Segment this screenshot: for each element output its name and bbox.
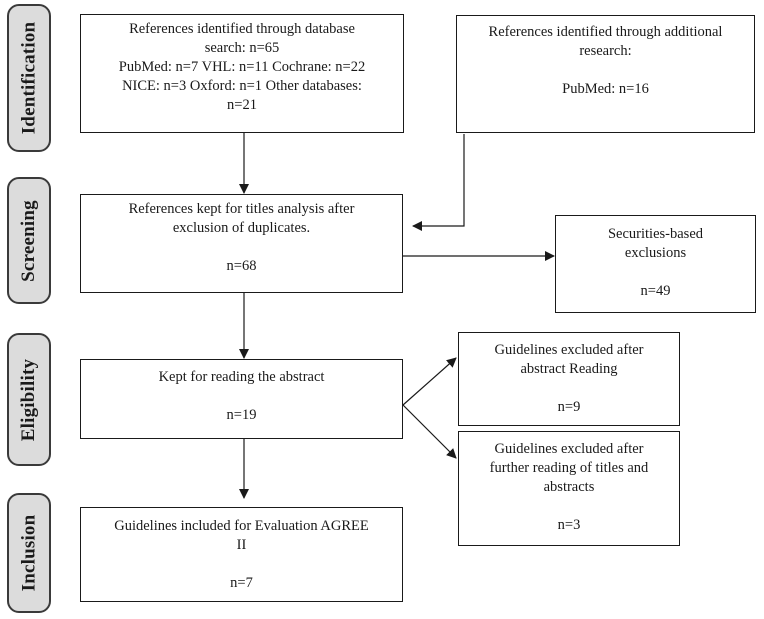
titles-analysis-box: References kept for titles analysis afte… [80,194,403,293]
included-count: n=7 [230,575,253,591]
excluded-after-further-line-1: Guidelines excluded after [494,441,644,457]
securities-exclusions-box: Securities-based exclusions n=49 [555,215,756,313]
phase-eligibility: Eligibility [7,333,51,466]
excluded-after-further-count: n=3 [557,517,581,533]
securities-exclusions-line-2: exclusions [624,245,687,261]
database-search-line-2: search: n=65 [204,40,280,56]
phase-inclusion: Inclusion [7,493,51,613]
excluded-after-abstract-line-1: Guidelines excluded after [494,342,644,358]
excluded-after-further-line-2: further reading of titles and [489,460,649,476]
additional-research-line-1: References identified through additional [488,24,723,40]
arrow-abstract-to-excluded-abstract [402,357,457,406]
phase-identification: Identification [7,4,51,152]
database-search-box: References identified through database s… [80,14,404,133]
titles-analysis-line-1: References kept for titles analysis afte… [128,201,355,217]
securities-exclusions-count: n=49 [640,283,671,299]
database-search-line-3: PubMed: n=7 VHL: n=11 Cochrane: n=22 [118,59,366,75]
phase-screening: Screening [7,177,51,304]
titles-analysis-count: n=68 [226,258,257,274]
abstract-reading-count: n=19 [226,407,257,423]
securities-exclusions-line-1: Securities-based [607,226,704,242]
arrow-abstract-to-excluded-further [402,404,457,459]
database-search-line-4: NICE: n=3 Oxford: n=1 Other databases: [122,78,362,94]
abstract-reading-box: Kept for reading the abstract n=19 [80,359,403,439]
phase-eligibility-label: Eligibility [18,358,40,441]
additional-research-line-2: research: [579,43,632,59]
phase-identification-label: Identification [18,21,39,135]
database-search-line-5: n=21 [227,97,257,113]
excluded-after-further-line-3: abstracts [543,479,595,495]
abstract-reading-line-1: Kept for reading the abstract [158,369,325,385]
phase-inclusion-label: Inclusion [18,514,39,592]
additional-research-box: References identified through additional… [456,15,755,133]
excluded-after-further-box: Guidelines excluded after further readin… [458,431,680,546]
included-line-2: II [236,537,247,553]
additional-research-count: PubMed: n=16 [562,81,649,97]
database-search-line-1: References identified through database [129,21,355,37]
excluded-after-abstract-line-2: abstract Reading [520,361,618,377]
included-box: Guidelines included for Evaluation AGREE… [80,507,403,602]
phase-screening-label: Screening [18,199,40,282]
titles-analysis-line-2: exclusion of duplicates. [172,220,311,236]
excluded-after-abstract-count: n=9 [557,399,581,415]
arrow-additional-to-titles [412,134,465,231]
included-line-1: Guidelines included for Evaluation AGREE [114,518,369,534]
excluded-after-abstract-box: Guidelines excluded after abstract Readi… [458,332,680,426]
